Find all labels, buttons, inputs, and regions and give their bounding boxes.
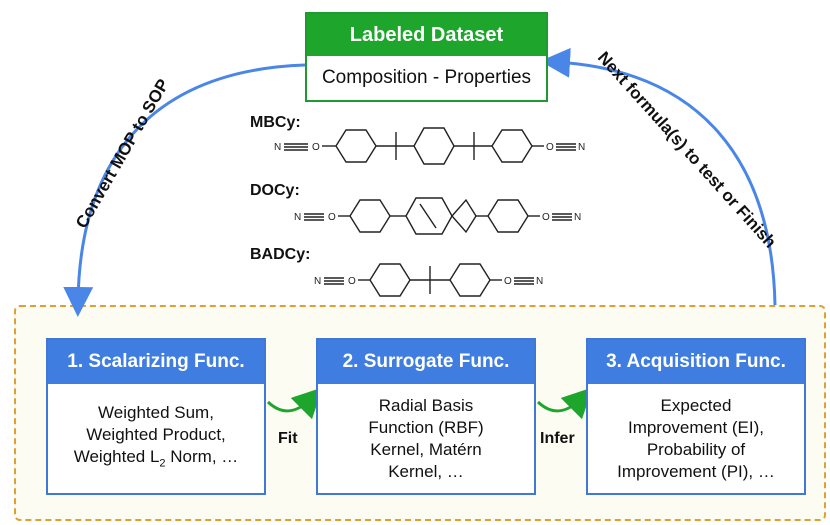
docy-label: DOCy: <box>250 182 300 199</box>
right-arc <box>540 47 777 306</box>
nitrogen-atom: N <box>294 212 301 223</box>
infer-label: Infer <box>540 430 575 447</box>
badcy-structure: N O O N <box>314 263 543 297</box>
labeled-dataset-box: Labeled Dataset Composition - Properties <box>305 12 548 102</box>
dataset-title: Labeled Dataset <box>307 14 546 56</box>
nitrogen-atom: N <box>574 212 581 223</box>
oxygen-atom: O <box>504 276 512 287</box>
acquisition-func-title: 3. Acquisition Func. <box>588 340 804 384</box>
body-line: Improvement (EI), <box>627 417 765 437</box>
acquisition-func-box: 3. Acquisition Func. Expected Improvemen… <box>586 338 806 495</box>
fit-arrow <box>266 387 323 420</box>
molecule-structures: N O O N N O <box>274 127 585 297</box>
surrogate-func-title: 2. Surrogate Func. <box>318 340 534 384</box>
oxygen-atom: O <box>546 142 554 153</box>
body-line: Weighted Sum, <box>98 403 214 423</box>
mbcy-structure: N O O N <box>274 127 585 165</box>
scalarizing-func-title: 1. Scalarizing Func. <box>48 340 264 384</box>
body-line: Expected <box>660 395 732 415</box>
body-line: Weighted L2 Norm, … <box>73 447 239 470</box>
body-line: Improvement (PI), … <box>617 461 775 481</box>
badcy-label: BADCy: <box>250 246 311 263</box>
dataset-subtitle: Composition - Properties <box>321 67 532 88</box>
body-line: Radial Basis <box>378 395 474 415</box>
oxygen-atom: O <box>328 212 336 223</box>
docy-structure: N O O N <box>294 197 581 235</box>
body-line: Weighted Product, <box>86 425 226 445</box>
body-line: Function (RBF) <box>368 417 484 437</box>
left-arc <box>63 63 306 317</box>
nitrogen-atom: N <box>578 142 585 153</box>
scalarizing-func-body: Weighted Sum, Weighted Product, Weighted… <box>48 384 264 493</box>
mbcy-label: MBCy: <box>250 114 301 131</box>
infer-arrow <box>536 387 593 420</box>
surrogate-func-body: Radial Basis Function (RBF) Kernel, Maté… <box>318 384 534 493</box>
oxygen-atom: O <box>348 276 356 287</box>
nitrogen-atom: N <box>274 142 281 153</box>
acquisition-func-body: Expected Improvement (EI), Probability o… <box>588 384 804 493</box>
body-line: Kernel, Matérn <box>370 439 482 459</box>
fit-label: Fit <box>278 430 298 447</box>
oxygen-atom: O <box>312 142 320 153</box>
surrogate-func-box: 2. Surrogate Func. Radial Basis Function… <box>316 338 536 495</box>
oxygen-atom: O <box>542 212 550 223</box>
scalarizing-func-box: 1. Scalarizing Func. Weighted Sum, Weigh… <box>46 338 266 495</box>
nitrogen-atom: N <box>314 276 321 287</box>
body-line: Probability of <box>646 439 746 459</box>
nitrogen-atom: N <box>536 276 543 287</box>
body-line: Kernel, … <box>388 461 464 481</box>
